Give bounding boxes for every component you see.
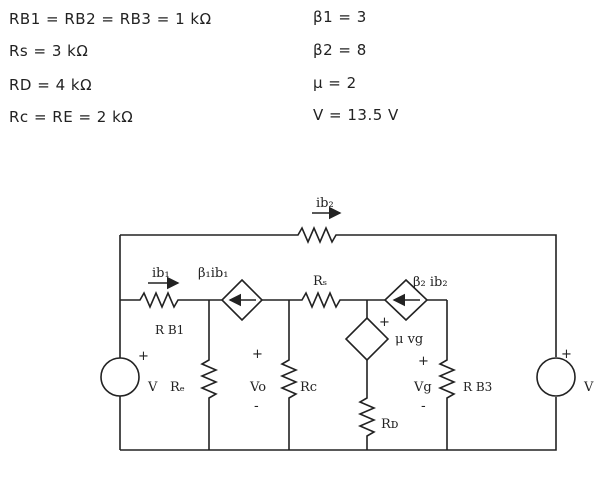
plus-sign: + [252,347,263,362]
param-mu: μ = 2 [313,74,357,92]
param-rc-re: Rc = RE = 2 kΩ [9,108,134,126]
param-rb: RB1 = RB2 = RB3 = 1 kΩ [9,10,212,28]
re-label: Rₑ [170,380,185,395]
param-rd: RD = 4 kΩ [9,76,93,94]
bottom-wire [120,397,557,451]
param-rs: Rs = 3 kΩ [9,42,89,60]
rb3-label: R B3 [463,380,492,394]
voltage-source-left [100,357,140,397]
param-beta1: β1 = 3 [313,8,367,26]
re-branch [199,300,219,450]
plus-sign: + [561,347,572,362]
plus-sign: + [379,315,390,330]
minus-sign: - [421,399,426,414]
dependent-voltage-source [344,316,390,362]
ib2-label: ib₂ [316,196,334,211]
param-v: V = 13.5 V [313,106,399,124]
v-right-label: V [583,380,594,395]
rb3-branch [437,300,457,450]
voltage-source-right [536,357,576,397]
top-wire [120,225,557,357]
rb1-label: R B1 [155,323,184,337]
plus-sign: + [138,349,149,364]
plus-sign: + [418,354,429,369]
vg-label: Vg [413,380,432,395]
minus-sign: - [254,399,259,414]
vo-label: Vo [249,380,266,395]
v-left-label: V [147,380,158,395]
beta1-ib1-label: β₁ib₁ [198,266,228,281]
rc-label: Rc [300,380,317,395]
beta2-ib2-label: β₂ ib₂ [413,275,448,290]
param-beta2: β2 = 8 [313,41,367,59]
mu-vg-label: μ vg [395,332,423,347]
rs-label: Rₛ [313,274,327,289]
rd-label: Rᴅ [381,417,399,432]
ib1-label: ib₁ [152,266,170,281]
middle-wire [120,290,222,310]
rc-branch [279,300,299,450]
